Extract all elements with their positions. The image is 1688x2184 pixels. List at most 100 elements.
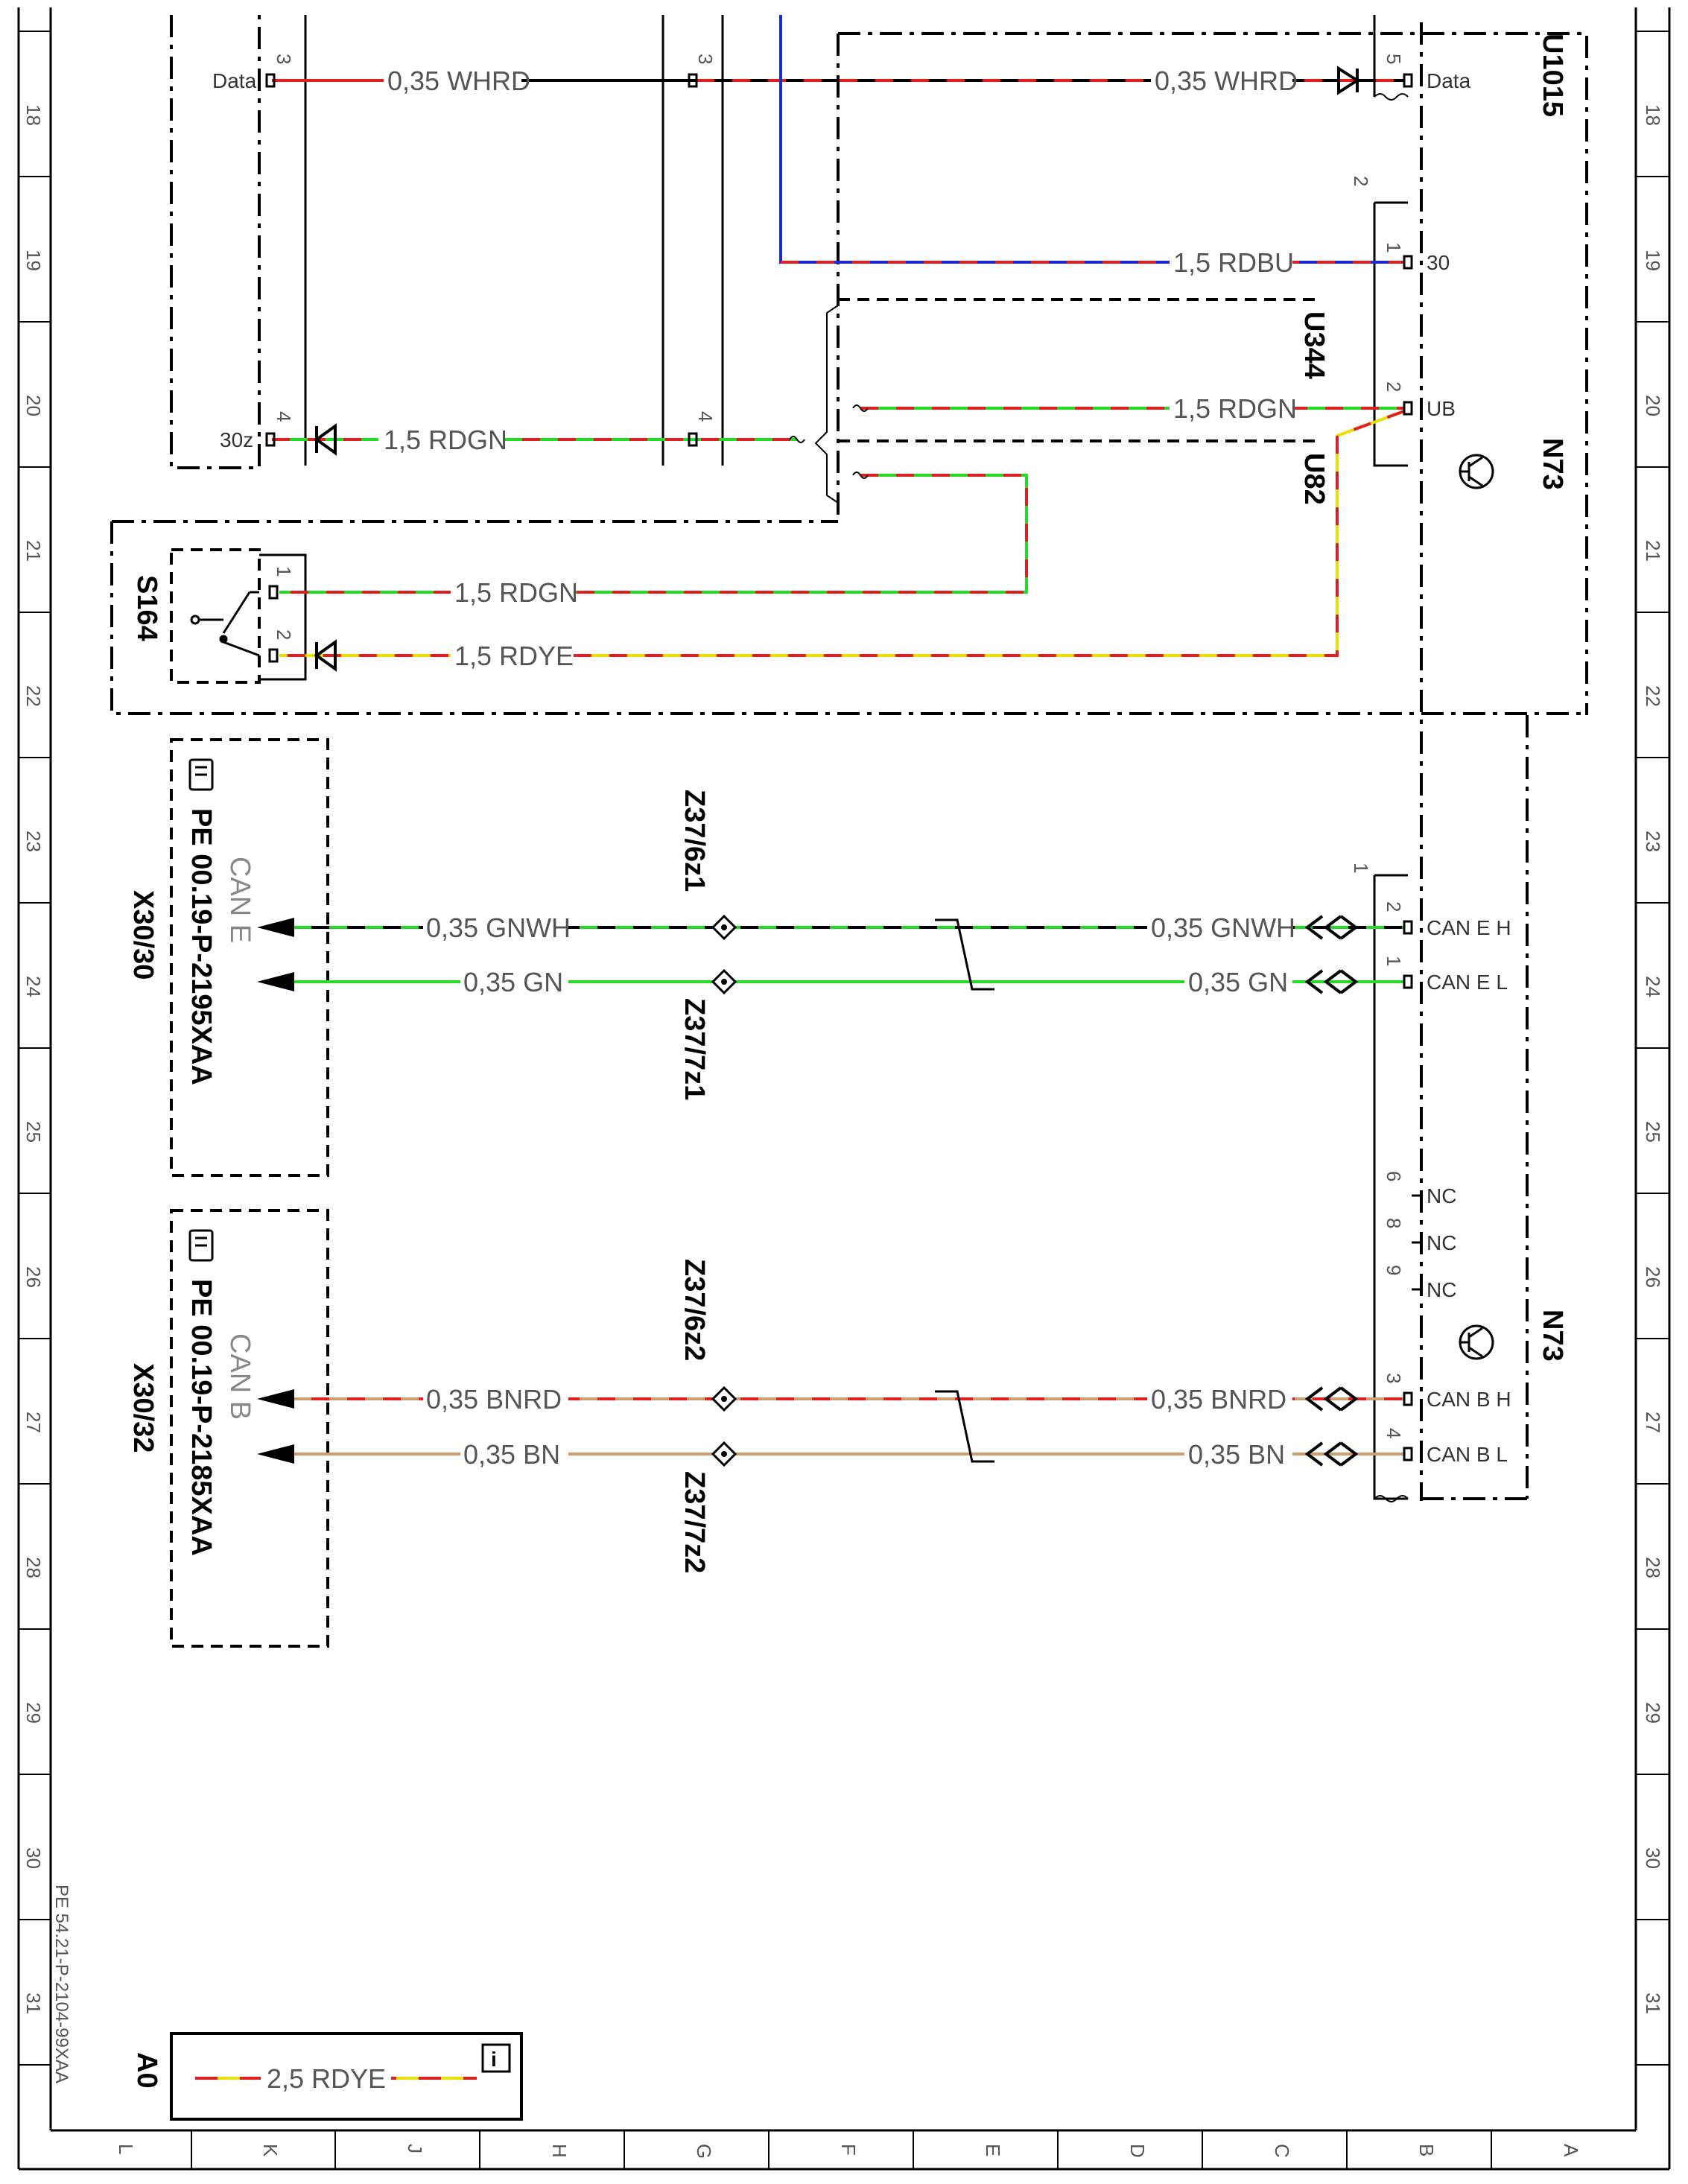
svg-text:i: i (491, 2048, 497, 2071)
pin-number: 1 (1350, 863, 1372, 873)
row-number: 21 (22, 540, 45, 562)
row-number: 21 (1642, 540, 1664, 562)
terminal-pins (265, 73, 1413, 1461)
row-number: 18 (22, 104, 45, 126)
pointing-hand-icon (188, 1229, 214, 1262)
terminal-labels: Data Data 30 30z UB CAN E H CAN E L NC N… (212, 69, 1511, 1466)
wire-label: 0,35 BN (1188, 1439, 1285, 1470)
row-number: 27 (22, 1412, 45, 1433)
pin-numbers: 3 3 5 2 1 4 4 2 1 2 1 2 1 6 8 9 3 4 (273, 54, 1405, 1438)
pin-number: 1 (1383, 242, 1405, 253)
component-boxes (110, 15, 1588, 1648)
wire-rdbu-blue (779, 15, 1404, 264)
pin-number: 3 (694, 54, 717, 64)
can-e-label: CAN E (224, 857, 256, 943)
arrow-can-e-l (257, 972, 294, 991)
plug-can-b-l (1304, 1441, 1359, 1467)
component-label-u82: U82 (1298, 453, 1330, 505)
pointing-hand-icon (188, 758, 214, 791)
pin-number: 6 (1383, 1171, 1405, 1181)
module-box-n73 (110, 520, 1587, 715)
pin-number: 4 (1383, 1428, 1405, 1438)
wire-label: 0,35 WHRD (387, 66, 530, 96)
column-letter: H (548, 2144, 571, 2158)
pin-number: 2 (273, 629, 295, 640)
component-label-n73: N73 (1537, 1310, 1568, 1362)
arrow-can-b-l (257, 1444, 294, 1464)
pin-number: 4 (694, 411, 717, 422)
wire-label: 0,35 BNRD (426, 1384, 562, 1415)
label-backgrounds (261, 66, 1292, 2093)
module-box-top-left (170, 15, 261, 469)
row-number: 26 (1642, 1266, 1664, 1288)
column-letters: L K J H G F E D C B A (115, 2144, 1582, 2159)
column-letter: G (693, 2144, 715, 2159)
connector-wiggle (1374, 93, 1409, 101)
can-e-reference-box (170, 738, 329, 1177)
row-number: 19 (22, 250, 45, 271)
column-letter: J (404, 2144, 426, 2153)
terminal-label: NC (1427, 1278, 1456, 1301)
terminal-label: Data (1427, 69, 1471, 92)
terminal-label: UB (1427, 397, 1456, 420)
row-ticks (19, 31, 1669, 2066)
s164-connector (259, 553, 307, 681)
component-label-splice: Z37/6z2 (679, 1259, 710, 1361)
row-number: 25 (1642, 1121, 1664, 1143)
switch-icon (190, 591, 260, 657)
wire-labels: 0,35 WHRD 0,35 WHRD 1,5 RDBU 1,5 RDGN 1,… (267, 66, 1298, 2094)
terminal-label: 30z (220, 428, 253, 451)
connector-housing-top-right (1373, 15, 1408, 467)
component-label-u1015: U1015 (1537, 34, 1568, 117)
can-b-label: CAN B (224, 1333, 256, 1420)
pin-number: 2 (1383, 901, 1405, 912)
wire-label: 0,35 BN (463, 1439, 560, 1470)
row-number: 22 (1642, 685, 1664, 707)
plug-arrow-30z (314, 423, 337, 456)
can-arrows (257, 918, 294, 1464)
wire-label: 1,5 RDGN (454, 577, 578, 608)
pin-number: 4 (273, 411, 295, 422)
column-ticks (191, 2130, 1492, 2169)
wire-label: 0,35 WHRD (1155, 66, 1298, 96)
wire-label: 1,5 RDGN (1173, 393, 1297, 424)
pin-number: 5 (1383, 54, 1405, 64)
row-number: 30 (22, 1847, 45, 1869)
terminal-label: CAN E L (1427, 971, 1508, 994)
component-label-splice: Z37/7z1 (679, 998, 710, 1100)
column-letter: L (115, 2144, 137, 2154)
twist-mark-can-b (935, 1390, 994, 1463)
arrow-can-b-h (257, 1389, 294, 1409)
transistor-icon (1459, 454, 1494, 489)
wire-label: 0,35 GN (463, 967, 563, 997)
tilde-mark (789, 436, 805, 443)
connector-housing-can (1373, 874, 1408, 1500)
legend-wire-label: 2,5 RDYE (267, 2063, 386, 2094)
row-numbers-right: 18 19 20 21 22 23 24 25 26 27 28 29 30 3… (1642, 104, 1664, 2014)
terminal-label: NC (1427, 1184, 1456, 1207)
component-label-s164: S164 (131, 575, 162, 641)
legend-box (170, 2032, 523, 2121)
document-number: PE 54.21-P-2104-99XAA (51, 1885, 72, 2083)
wire-rdgn-s164-red (279, 474, 1028, 594)
splice-points (711, 914, 737, 1467)
row-number: 28 (1642, 1557, 1664, 1578)
plug-can-e-h (1304, 915, 1359, 940)
row-number: 28 (22, 1557, 45, 1578)
sheet-size: A0 (131, 2052, 162, 2089)
wire-label: 0,35 BNRD (1151, 1384, 1286, 1415)
column-letter: C (1271, 2144, 1293, 2158)
plug-can-b-h (1304, 1386, 1359, 1412)
s164-switch-box (170, 548, 261, 684)
column-letter: B (1415, 2144, 1438, 2156)
row-number: 29 (1642, 1702, 1664, 1724)
can-e-doc-ref: PE 00.19-P-2195XAA (185, 808, 217, 1085)
pin-number: 3 (1383, 1373, 1405, 1383)
wire-label: 0,35 GN (1188, 967, 1288, 997)
wires (195, 15, 1405, 2080)
can-b-doc-ref: PE 00.19-P-2185XAA (185, 1279, 217, 1556)
row-number: 30 (1642, 1847, 1664, 1869)
connector-symbols (314, 66, 1409, 1502)
nc-pin-marks (1412, 1194, 1423, 1291)
wire-label: 0,35 GNWH (426, 912, 571, 943)
